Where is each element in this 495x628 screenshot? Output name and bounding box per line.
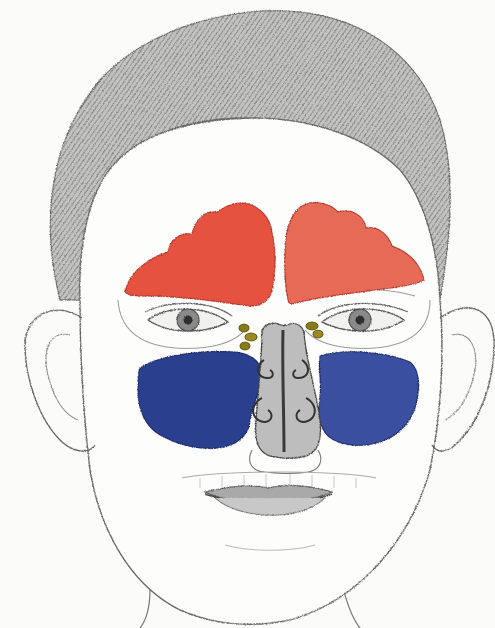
nasal-septum (283, 330, 284, 452)
